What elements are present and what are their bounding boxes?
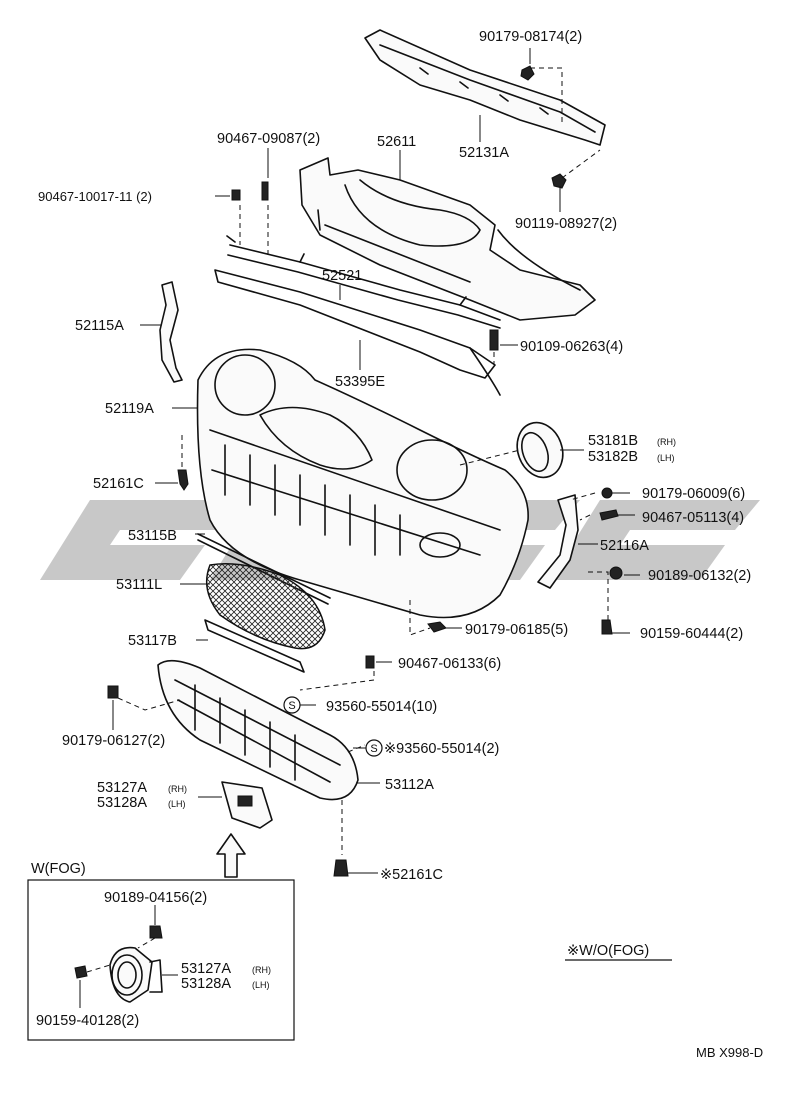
label-90159-40128: 90159-40128(2) bbox=[36, 1013, 139, 1029]
leader-lines bbox=[112, 48, 640, 874]
label-52611: 52611 bbox=[377, 134, 416, 150]
bracket-52521 bbox=[226, 235, 501, 329]
tag-lh: (LH) bbox=[168, 799, 186, 809]
label-53111l: 53111L bbox=[116, 577, 162, 593]
bumper-cover-52119a bbox=[196, 348, 529, 619]
fog-arrow-icon bbox=[216, 833, 246, 878]
label-90109-06263: 90109-06263(4) bbox=[520, 339, 623, 355]
label-53395e: 53395E bbox=[335, 374, 385, 390]
label-52115a: 52115A bbox=[75, 318, 124, 334]
label-53127a-fog: 53127A bbox=[181, 961, 231, 977]
s-symbol-text: S bbox=[288, 700, 295, 712]
label-90179-06127: 90179-06127(2) bbox=[62, 733, 165, 749]
label-90467-10017-11: 90467-10017-11 (2) bbox=[38, 189, 152, 204]
label-90189-04156: 90189-04156(2) bbox=[104, 890, 207, 906]
label-90467-06133: 90467-06133(6) bbox=[398, 656, 501, 672]
label-52131a: 52131A bbox=[459, 145, 509, 161]
bracket-52115a bbox=[159, 281, 183, 383]
label-53182b: 53182B bbox=[588, 449, 638, 465]
label-52521: 52521 bbox=[322, 268, 362, 284]
label-90119-08927: 90119-08927(2) bbox=[515, 216, 617, 232]
label-90467-05113: 90467-05113(4) bbox=[642, 510, 744, 526]
label-52116a: 52116A bbox=[600, 538, 649, 554]
label-90159-60444: 90159-60444(2) bbox=[640, 626, 743, 642]
label-53112a: 53112A bbox=[385, 777, 434, 793]
tag-rh: (RH) bbox=[168, 784, 187, 794]
absorber-52611 bbox=[299, 157, 596, 321]
label-53128a: 53128A bbox=[97, 795, 147, 811]
molding-53117b bbox=[204, 619, 305, 673]
label-52161c: 52161C bbox=[93, 476, 144, 492]
label-90189-06132: 90189-06132(2) bbox=[648, 568, 751, 584]
label-53117b: 53117B bbox=[128, 633, 177, 649]
tag-rh: (RH) bbox=[657, 437, 676, 447]
tag-lh: (LH) bbox=[657, 453, 675, 463]
reinforcement-52131a bbox=[364, 29, 606, 146]
label-90467-09087: 90467-09087(2) bbox=[217, 131, 320, 147]
grille-frame-53112a bbox=[157, 659, 359, 801]
grille-53111l bbox=[205, 563, 326, 650]
label-52119a: 52119A bbox=[105, 401, 154, 417]
cover-53127a bbox=[221, 781, 273, 829]
label-53181b: 53181B bbox=[588, 433, 638, 449]
label-53115b: 53115B bbox=[128, 528, 177, 544]
s-symbol-2: S bbox=[365, 739, 383, 757]
label-90179-06009: 90179-06009(6) bbox=[642, 486, 745, 502]
label-53128a-fog: 53128A bbox=[181, 976, 231, 992]
label-52161c-star: ※52161C bbox=[380, 867, 443, 883]
bracket-52116a bbox=[537, 494, 579, 589]
assembly-lines bbox=[117, 67, 609, 855]
label-90179-08174: 90179-08174(2) bbox=[479, 29, 582, 45]
part-labels: 90179-08174(2) 52611 90467-09087(2) 5213… bbox=[31, 29, 763, 1060]
tag-rh: (RH) bbox=[252, 965, 271, 975]
trim-ring-53181b bbox=[516, 421, 564, 479]
s-symbol-text: S bbox=[370, 743, 377, 755]
label-93560-55014-10: 93560-55014(10) bbox=[326, 699, 437, 715]
label-53127a: 53127A bbox=[97, 780, 147, 796]
retainer-53395e bbox=[214, 269, 501, 396]
tag-lh: (LH) bbox=[252, 980, 270, 990]
label-wo-fog: ※W/O(FOG) bbox=[567, 943, 649, 959]
label-w-fog: W(FOG) bbox=[31, 861, 86, 877]
s-symbol-1: S bbox=[283, 696, 301, 714]
reference-code: MB X998-D bbox=[696, 1045, 763, 1060]
label-90179-06185: 90179-06185(5) bbox=[465, 622, 568, 638]
fog-inset-box bbox=[27, 879, 295, 1041]
label-93560-55014-2: ※93560-55014(2) bbox=[384, 741, 499, 757]
